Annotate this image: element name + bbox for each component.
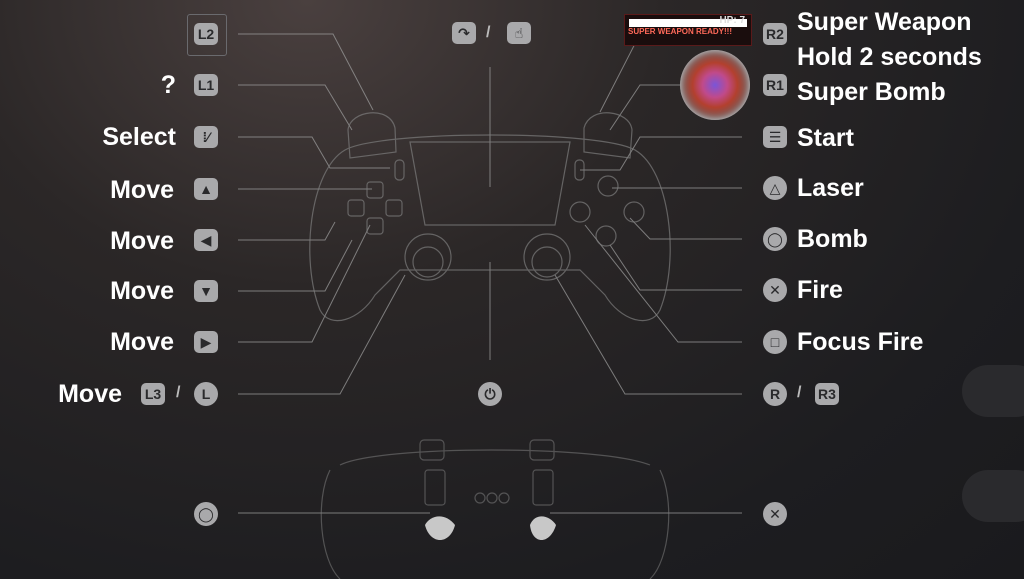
l3-separator: /: [176, 384, 181, 401]
l1-icon: L1: [194, 74, 218, 96]
touchpad-press-icon: ☝: [507, 22, 531, 44]
r3-icon: R3: [815, 383, 839, 405]
hp-bar: [629, 19, 747, 27]
back-paddle-left-circle-icon: ◯: [194, 502, 218, 526]
square-icon: □: [763, 330, 787, 354]
super-weapon-label: Super Weapon: [797, 8, 972, 36]
controller-front-outline: [309, 112, 671, 322]
leader-lines: [238, 33, 742, 514]
dpad-up-icon: ▲: [194, 178, 218, 200]
hp-text: HP: 7: [719, 15, 745, 26]
dpad-left-icon: ◀: [194, 229, 218, 251]
back-paddles[interactable]: [425, 516, 556, 540]
l2-icon: L2: [194, 23, 218, 45]
move-right-label: Move: [110, 328, 174, 356]
start-label: Start: [797, 124, 854, 152]
create-button-icon: ⁞⁄: [194, 126, 218, 148]
focus-fire-label: Focus Fire: [797, 328, 924, 356]
super-bomb-label: Super Bomb: [797, 78, 946, 106]
super-weapon-hold-label: Hold 2 seconds: [797, 43, 982, 71]
move-down-label: Move: [110, 277, 174, 305]
move-left-label: Move: [110, 227, 174, 255]
back-paddle-right-cross-icon: ✕: [763, 502, 787, 526]
l1-label: ?: [160, 71, 176, 99]
r3-separator: /: [797, 384, 802, 401]
ps-button-icon: ⏻: [478, 382, 502, 406]
super-weapon-status: SUPER WEAPON READY!!!: [628, 27, 733, 36]
dpad-down-icon: ▼: [194, 280, 218, 302]
left-stick-icon: L: [194, 382, 218, 406]
touchpad-swipe-icon: ↷: [452, 22, 476, 44]
bomb-label: Bomb: [797, 225, 868, 253]
hud-super-weapon-preview: HP: 7 SUPER WEAPON READY!!!: [624, 14, 752, 46]
cross-icon: ✕: [763, 278, 787, 302]
l3-icon: L3: [141, 383, 165, 405]
right-stick-icon: R: [763, 382, 787, 406]
touchpad-separator: /: [486, 24, 491, 41]
r2-icon: R2: [763, 23, 787, 45]
options-button-icon: ☰: [763, 126, 787, 148]
triangle-icon: △: [763, 176, 787, 200]
fire-label: Fire: [797, 276, 843, 304]
move-stick-label: Move: [58, 380, 122, 408]
select-label: Select: [102, 123, 176, 151]
laser-label: Laser: [797, 174, 864, 202]
controller-back-outline: [320, 439, 670, 579]
side-decoration: [962, 470, 1024, 522]
dpad-right-icon: ▶: [194, 331, 218, 353]
super-bomb-orb-image: [680, 50, 750, 120]
move-up-label: Move: [110, 176, 174, 204]
circle-icon: ◯: [763, 227, 787, 251]
side-decoration: [962, 365, 1024, 417]
l2-highlight: [187, 14, 227, 56]
r1-icon: R1: [763, 74, 787, 96]
